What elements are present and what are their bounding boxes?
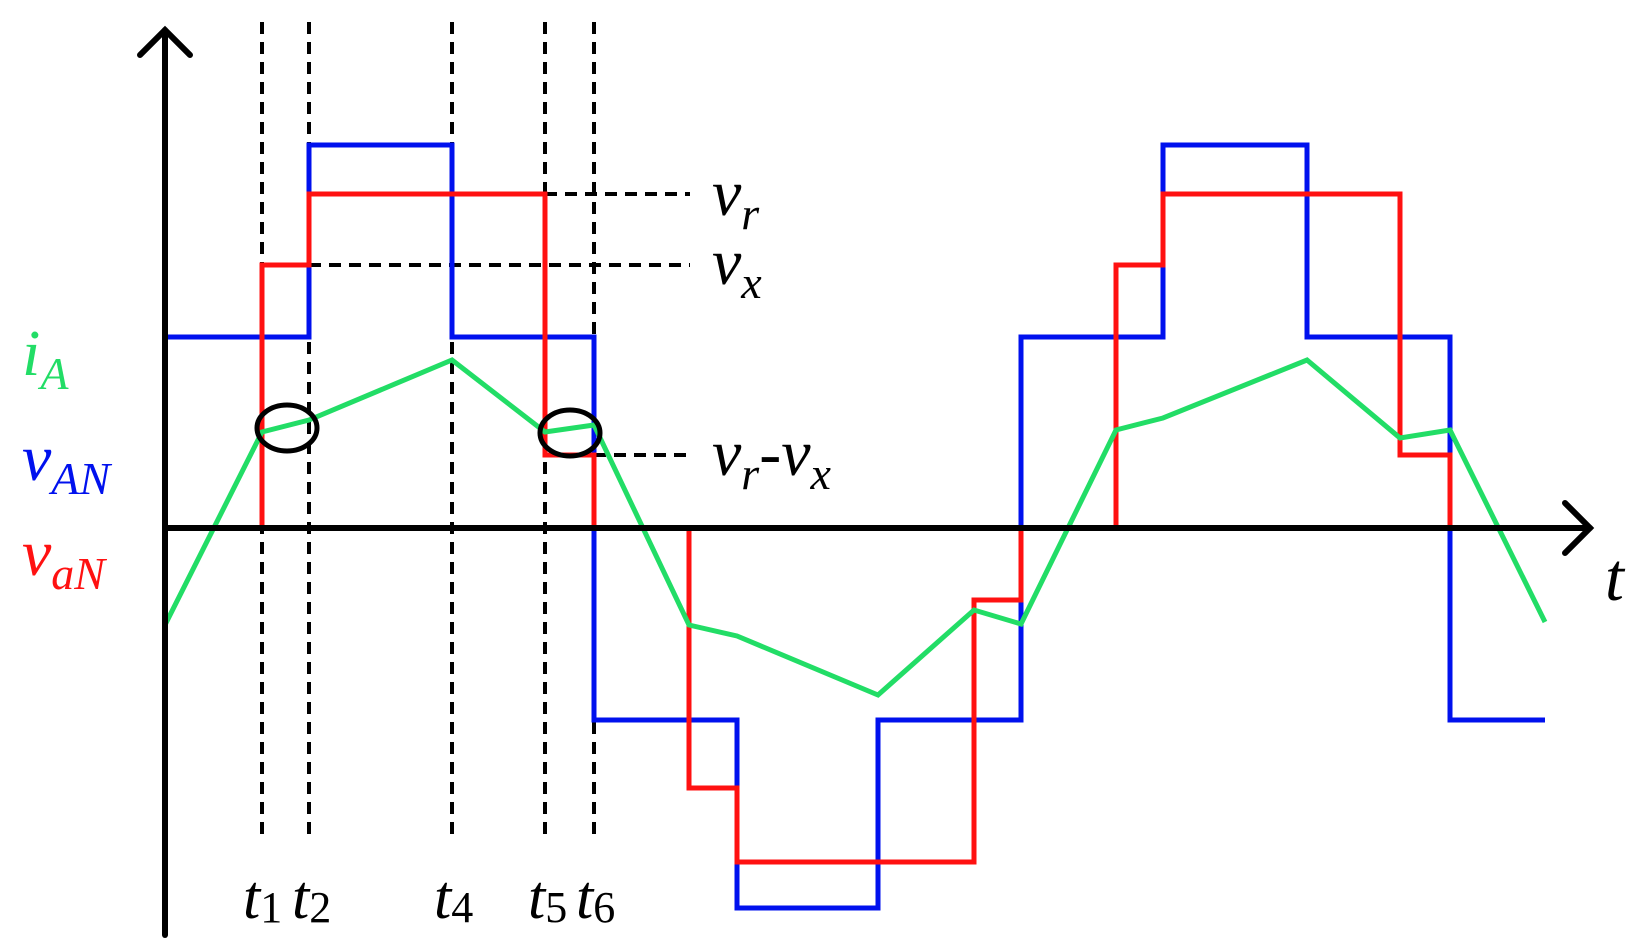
label-vr: vr [712,157,760,239]
v-AN-waveform [165,142,1545,911]
x-axis-arrow [1562,500,1595,556]
v-aN-waveform-3 [1113,191,1453,528]
label-axis-t: t [1605,539,1626,615]
legend-v-aN: vaN [22,517,107,599]
level-guides [309,192,690,457]
highlight-circles [254,402,603,459]
y-axis-arrow [137,25,193,58]
v-aN-waveform [259,191,597,528]
label-vx: vx [712,226,762,308]
legend-v-AN: vAN [22,422,112,504]
circle-t5-t6 [537,407,603,459]
i-A-waveform [162,357,1548,698]
v-aN-waveform-2 [686,528,1024,865]
label-t4: t4 [434,864,473,932]
label-t5: t5 [528,864,567,932]
legend-i-A: iA [22,317,69,399]
label-t6: t6 [576,864,615,932]
circle-t1-t2 [254,402,320,454]
label-t1: t1 [243,864,282,932]
label-t2: t2 [292,864,331,932]
axes [137,25,1595,938]
label-vr-minus-vx: vr-vx [712,417,831,499]
